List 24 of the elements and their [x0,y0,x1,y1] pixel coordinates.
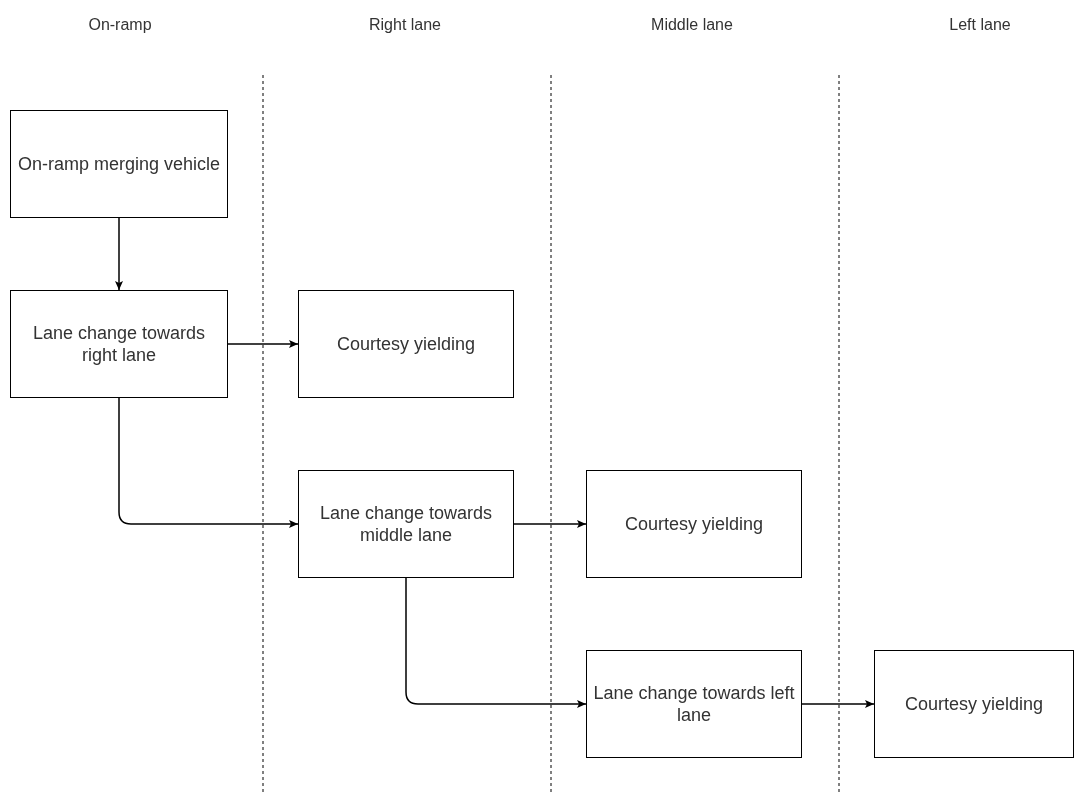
process-box [874,650,1074,758]
lane-heading: On-ramp [87,16,153,34]
process-box [10,110,228,218]
process-box [298,470,514,578]
process-box [298,290,514,398]
lane-heading: Middle lane [650,16,734,34]
arrow [115,217,123,291]
box-label: Lane change towards right lane [31,322,207,366]
arrow [513,520,587,528]
box-label: Courtesy yielding [624,513,764,535]
box-label: Lane change towards middle lane [318,502,494,546]
process-box [586,470,802,578]
arrow [118,397,299,528]
arrow [227,340,299,348]
process-box [10,290,228,398]
lane-heading: Right lane [367,16,442,34]
arrow [405,577,587,708]
box-label: Courtesy yielding [336,333,476,355]
arrow [801,700,875,708]
box-label: Courtesy yielding [904,693,1044,715]
process-box [586,650,802,758]
box-label: Lane change towards left lane [593,682,795,726]
lane-heading: Left lane [948,16,1012,34]
box-label: On-ramp merging vehicle [17,153,221,175]
